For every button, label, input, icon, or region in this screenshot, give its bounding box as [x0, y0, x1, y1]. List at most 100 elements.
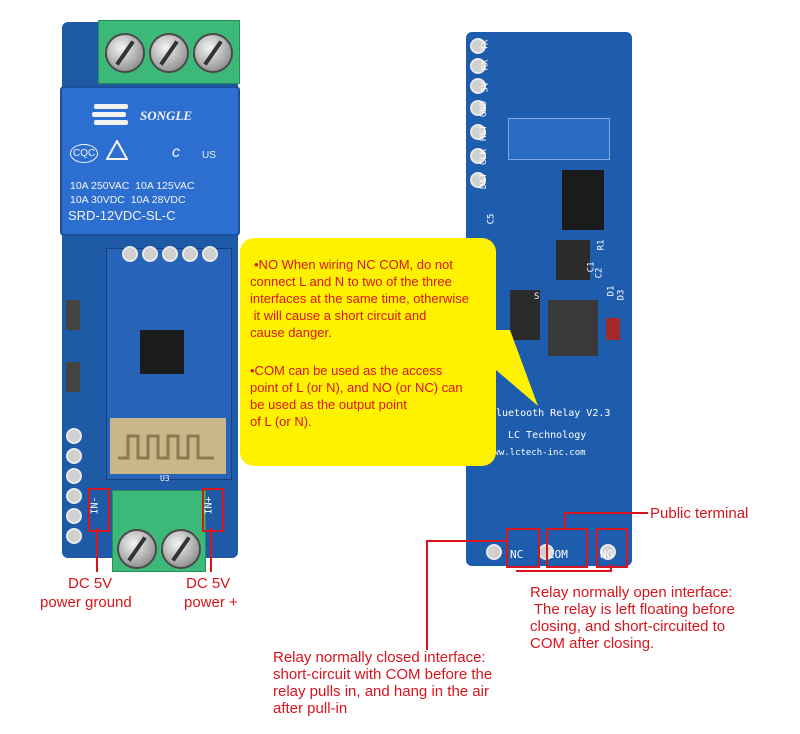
relay-model: SRD-12VDC-SL-C	[68, 208, 176, 223]
header-label-rx: RX	[480, 59, 491, 71]
leader-public-horizontal	[564, 512, 648, 514]
warning-triangle-icon	[105, 138, 129, 165]
ref-s: S	[534, 292, 540, 302]
leader-line-ground	[96, 528, 98, 572]
board-maker: LC Technology	[508, 430, 587, 441]
relay-rating-line-2: 10A 30VDC 10A 28VDC	[70, 194, 186, 206]
header-pin	[470, 78, 486, 94]
module-pin	[202, 246, 218, 262]
normally-closed-line-3: relay pulls in, and hang in the air	[273, 683, 489, 700]
terminal-screw-icon	[149, 33, 189, 73]
in-plus-highlight	[202, 488, 224, 532]
header-pin	[470, 38, 486, 54]
cert-us: US	[202, 150, 216, 161]
note1-line-3: interfaces at the same time, otherwise	[250, 291, 469, 306]
leader-nc-horizontal	[426, 540, 508, 542]
normally-open-line-3: closing, and short-circuited to	[530, 618, 726, 635]
in-plus-label: IN+	[203, 496, 215, 515]
board-pin	[66, 508, 82, 524]
dc-plus-label-line-2: power +	[184, 594, 238, 611]
smd-component	[66, 300, 80, 330]
cert-cqc: CQC	[70, 144, 99, 163]
module-pin	[122, 246, 138, 262]
header-label-dat: DAT	[479, 172, 490, 190]
note1-line-5: cause danger.	[250, 325, 332, 340]
leader-public-vertical	[564, 512, 566, 530]
in-minus-label: IN-	[89, 496, 101, 515]
module-pin	[142, 246, 158, 262]
dc-plus-label-line-1: DC 5V	[186, 575, 231, 592]
normally-closed-line-4: after pull-in	[273, 700, 348, 717]
header-label-rst: RST	[479, 124, 490, 142]
solder-window	[508, 118, 610, 160]
relay-rating-line-1: 10A 250VAC 10A 125VAC	[70, 180, 195, 192]
relay-brand: SONGLE	[140, 108, 193, 123]
note2-line-2: point of L (or N), and NO (or NC) can	[250, 380, 463, 395]
bottom-terminal-block	[112, 490, 206, 572]
power-component	[548, 300, 598, 356]
songle-logo-icon	[92, 102, 130, 128]
transistor-component	[510, 290, 540, 340]
ref-c2: C2	[594, 267, 605, 279]
leader-no-vertical	[610, 564, 612, 572]
terminal-pin-nc	[486, 544, 502, 560]
board-pin	[66, 488, 82, 504]
note1-line-1: •NO When wiring NC COM, do not	[254, 257, 453, 272]
header-label-tx: TX	[480, 39, 491, 51]
header-pin	[470, 100, 486, 116]
header-label-gnd: GND	[479, 100, 490, 118]
antenna-label: U3	[160, 474, 170, 483]
terminal-screw-icon	[105, 33, 145, 73]
normally-closed-line-2: short-circuit with COM before the	[273, 666, 493, 683]
terminal-label-com: COM	[548, 548, 568, 561]
smd-component	[66, 362, 80, 392]
module-pin	[182, 246, 198, 262]
dc-ground-label-line-2: power ground	[40, 594, 132, 611]
terminal-screw-icon	[161, 529, 201, 569]
dc-ground-label-line-1: DC 5V	[68, 575, 113, 592]
board-pin	[66, 528, 82, 544]
relay-driver-ic	[562, 170, 604, 230]
note2-line-3: be used as the output point	[250, 397, 407, 412]
header-pin	[470, 124, 486, 140]
com-highlight	[546, 528, 588, 568]
normally-open-line-4: COM after closing.	[530, 635, 655, 652]
header-label-5v: 5V	[480, 81, 491, 93]
led-component	[606, 318, 620, 340]
public-terminal-label: Public terminal	[650, 505, 749, 522]
board-title: luetooth Relay V2.3	[496, 408, 611, 419]
normally-open-line-2: The relay is left floating before	[530, 601, 735, 618]
regulator-component	[556, 240, 590, 280]
leader-no-horizontal	[516, 570, 612, 572]
in-minus-highlight	[88, 488, 110, 532]
terminal-label-nc: NC	[510, 548, 524, 561]
note1-line-4: it will cause a short circuit and	[250, 308, 427, 323]
ref-d3: D3	[616, 289, 627, 301]
warning-callout	[240, 238, 496, 466]
relay-component: SONGLE CQC c US 10A 250VAC 10A 125VAC 10…	[60, 86, 240, 236]
header-pin	[470, 172, 486, 188]
normally-open-line-1: Relay normally open interface:	[530, 584, 733, 601]
board-url: www.lctech-inc.com	[488, 448, 586, 458]
note1-line-2: connect L and N to two of the three	[250, 274, 452, 289]
board-pin	[66, 448, 82, 464]
top-terminal-block	[98, 20, 240, 84]
header-label-clk: CLK	[479, 148, 490, 166]
leader-nc-vertical	[426, 540, 428, 650]
ref-c5: C5	[486, 213, 497, 225]
ref-d1: D1	[606, 285, 617, 297]
module-pin	[162, 246, 178, 262]
terminal-screw-icon	[193, 33, 233, 73]
nc-highlight	[506, 528, 540, 568]
note2-line-1: •COM can be used as the access	[250, 363, 443, 378]
antenna-trace-icon	[118, 432, 218, 467]
board-pin	[66, 428, 82, 444]
normally-closed-line-1: Relay normally closed interface:	[273, 649, 486, 666]
terminal-label-no: NO	[600, 548, 614, 561]
no-highlight	[596, 528, 628, 568]
note2-line-4: of L (or N).	[250, 414, 312, 429]
ref-r1: R1	[596, 239, 607, 251]
board-pin	[66, 468, 82, 484]
bluetooth-chip	[140, 330, 184, 374]
header-pin	[470, 148, 486, 164]
